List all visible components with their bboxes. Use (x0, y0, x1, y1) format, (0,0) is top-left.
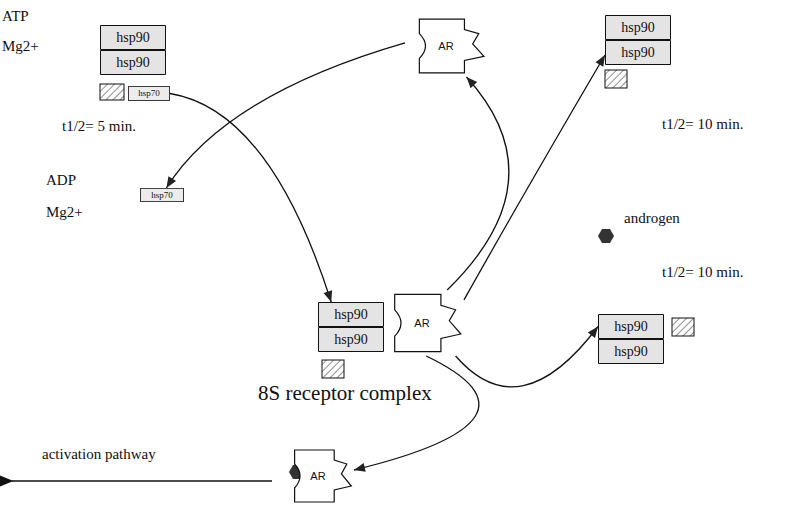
protein-name: hsp90 (116, 31, 149, 45)
protein-box: hsp70 (128, 86, 170, 101)
cofactor-square (322, 360, 344, 378)
protein-name: AR (438, 41, 453, 52)
protein-box: hsp90 (598, 314, 664, 339)
receptor-shape: AR (282, 446, 354, 506)
reaction-arrow (354, 356, 479, 472)
annotation-label: t1/2= 10 min. (662, 264, 743, 281)
protein-box: hsp70 (140, 188, 184, 202)
protein-box: hsp90 (100, 25, 166, 50)
protein-name: hsp90 (621, 46, 654, 60)
protein-name: hsp90 (614, 320, 647, 334)
protein-box: hsp90 (318, 302, 384, 327)
annotation-label: ADP (46, 172, 76, 189)
protein-box: hsp90 (605, 40, 671, 65)
androgen-hexagon (598, 229, 614, 243)
reaction-arrow (464, 55, 605, 300)
receptor-shape: AR (380, 290, 464, 356)
annotation-label: Mg2+ (2, 38, 39, 55)
reaction-arrow (456, 327, 598, 387)
annotation-label: t1/2= 5 min. (62, 118, 136, 135)
protein-name: hsp90 (334, 308, 367, 322)
annotation-label: ATP (2, 8, 29, 25)
annotation-label: Mg2+ (46, 204, 83, 221)
cofactor-square (605, 70, 627, 88)
reaction-arrow (170, 94, 332, 303)
protein-box: hsp90 (598, 339, 664, 364)
protein-box: hsp90 (605, 15, 671, 40)
cofactor-square (100, 84, 124, 100)
protein-box: hsp90 (318, 327, 384, 352)
protein-name: hsp70 (138, 89, 160, 98)
protein-name: AR (414, 318, 429, 329)
activation-arrow (12, 480, 272, 482)
protein-name: hsp90 (116, 56, 149, 70)
protein-name: hsp90 (621, 21, 654, 35)
cofactor-square (672, 318, 694, 336)
protein-name: AR (310, 471, 325, 482)
reaction-arrow (166, 43, 405, 188)
protein-name: hsp90 (614, 345, 647, 359)
annotation-label: 8S receptor complex (258, 382, 432, 405)
annotation-label: androgen (624, 210, 680, 227)
annotation-label: t1/2= 10 min. (662, 116, 743, 133)
reaction-arrow (447, 77, 509, 290)
annotation-label: activation pathway (42, 446, 156, 463)
protein-name: hsp90 (334, 333, 367, 347)
protein-name: hsp70 (151, 191, 173, 200)
protein-box: hsp90 (100, 50, 166, 75)
receptor-shape: AR (405, 15, 487, 77)
